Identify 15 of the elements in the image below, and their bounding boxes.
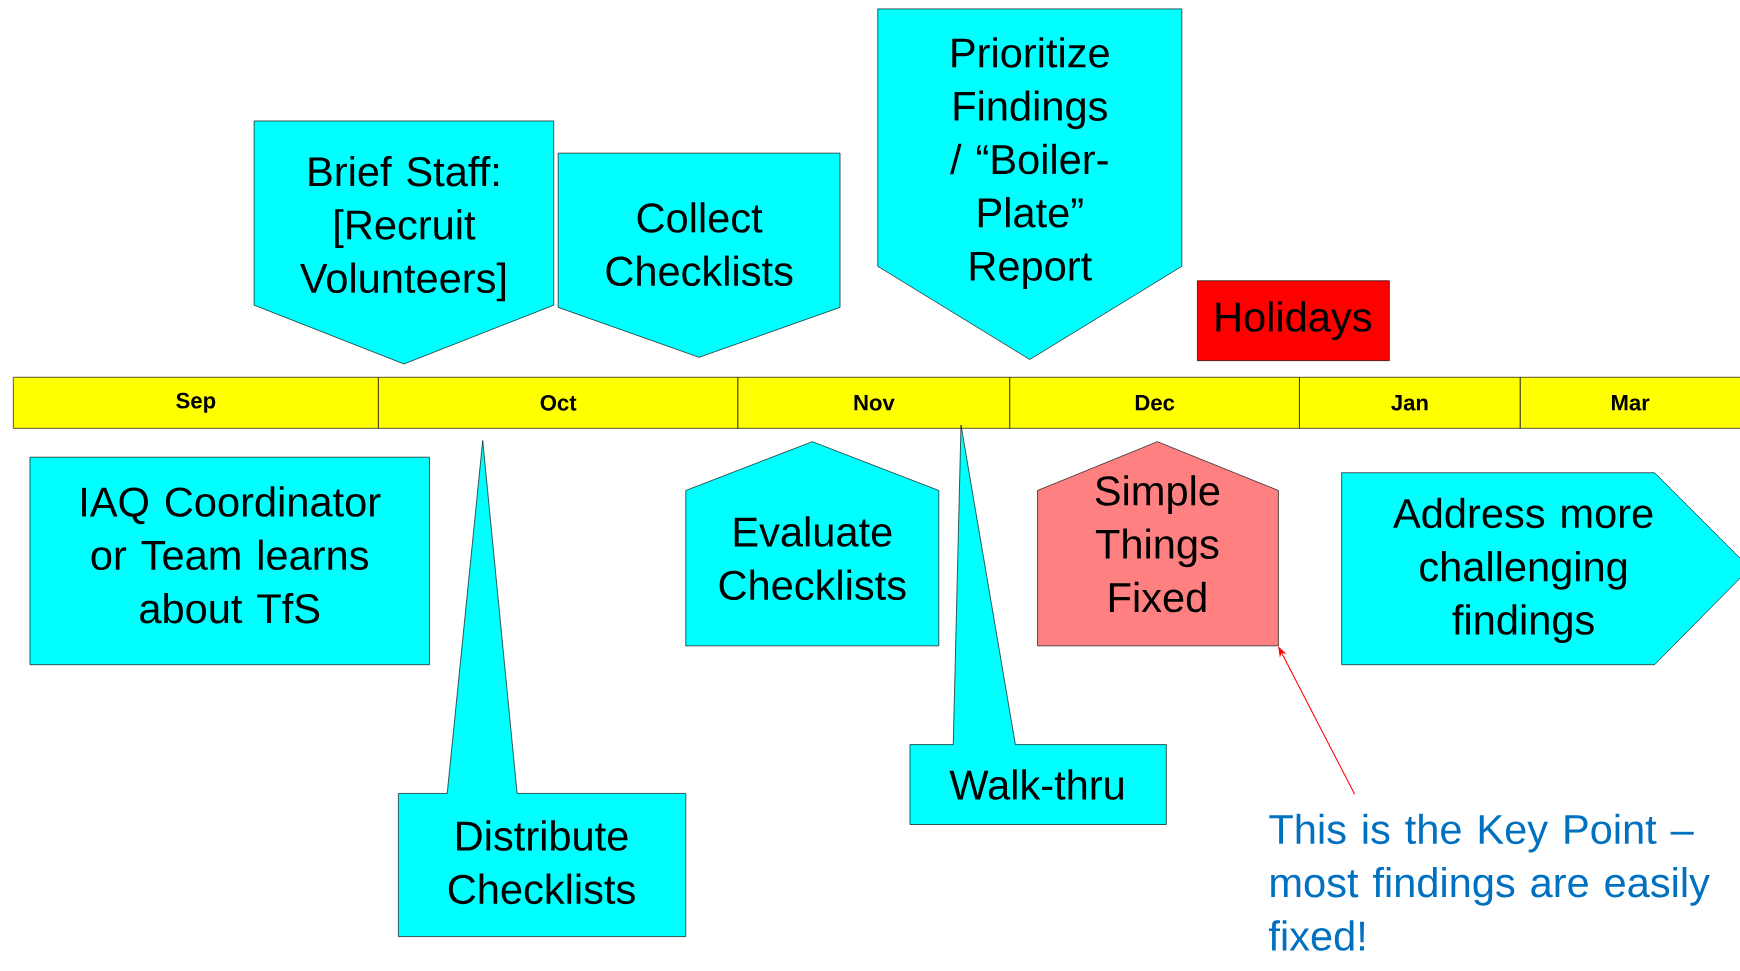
- timeline-cell: Oct: [378, 377, 739, 429]
- holiday-box: Holidays: [1197, 280, 1390, 361]
- callout-box: Simple Things Fixed: [1037, 441, 1279, 647]
- timeline-cell: Mar: [1519, 377, 1740, 429]
- callout-box: Evaluate Checklists: [685, 441, 940, 647]
- callout-box: Prioritize Findings / “Boiler-Plate” Report: [877, 8, 1183, 360]
- callout-box: Address more challenging findings: [1341, 472, 1740, 666]
- timeline-cell: Sep: [13, 377, 379, 429]
- timeline-cell: Dec: [1009, 377, 1300, 429]
- callout-box: Brief Staff: [Recruit Volunteers]: [253, 120, 555, 365]
- callout-box: Collect Checklists: [557, 152, 841, 358]
- note-text: This is the Key Point – most findings are easily fixed!: [1269, 813, 1710, 951]
- callout-box: IAQ Coordinator or Team learns about TfS: [29, 456, 430, 666]
- timeline-cell: Nov: [737, 377, 1011, 429]
- timeline-cell: Jan: [1299, 377, 1521, 429]
